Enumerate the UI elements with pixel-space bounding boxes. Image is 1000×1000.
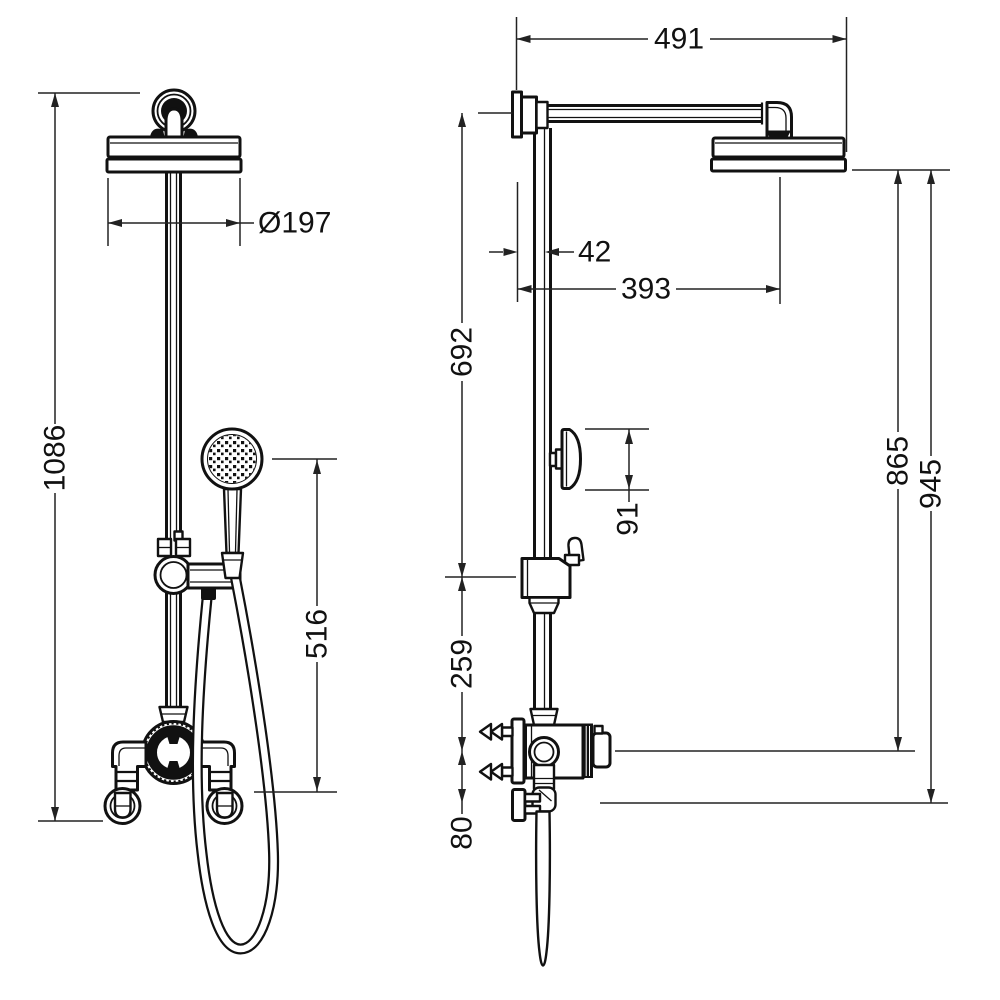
dim-handset-height: 516 <box>254 458 337 793</box>
valve-side <box>478 707 612 822</box>
inlet-barb-upper <box>478 722 514 741</box>
dim-label-692: 692 <box>446 327 479 377</box>
dim-diverter-to-valve: 259 <box>446 577 479 751</box>
dim-overall-height: 1086 <box>38 92 140 822</box>
dim-label-91: 91 <box>612 502 645 535</box>
diverter-side <box>520 536 585 615</box>
slider-clamp-front <box>156 530 192 558</box>
hand-shower-handle <box>222 487 243 555</box>
dim-flange-to-diverter: 692 <box>445 112 516 578</box>
dim-riser-offset: 42 <box>489 182 611 302</box>
wall-bracket-icon <box>150 88 198 143</box>
dim-head-diameter: Ø197 <box>107 178 331 246</box>
dim-label-945: 945 <box>915 459 948 509</box>
dim-label-259: 259 <box>446 639 479 689</box>
dim-head-to-outlet: 945 <box>915 170 948 803</box>
hose-connector-nut <box>201 551 245 600</box>
side-view-drawing: 491 42 393 692 <box>445 17 950 967</box>
dim-label-80: 80 <box>446 816 479 849</box>
dim-label-393: 393 <box>621 273 671 306</box>
dim-valve-to-outlet: 80 <box>446 751 479 850</box>
dim-bracket-height: 91 <box>585 428 649 536</box>
shower-arm-side <box>547 101 793 140</box>
dim-arm-reach: 491 <box>515 17 848 152</box>
riser-pipe-front <box>165 172 182 709</box>
dim-head-projection: 393 <box>517 177 781 306</box>
handset-holder-arm <box>153 555 242 595</box>
dim-label-865: 865 <box>882 436 915 486</box>
inlet-barb-lower <box>478 762 514 781</box>
dim-label-197: Ø197 <box>258 207 331 240</box>
dim-label-491: 491 <box>654 23 704 56</box>
wall-union-right <box>199 740 244 825</box>
hose-side <box>534 810 552 967</box>
shower-head-side <box>710 136 847 173</box>
reference-lines <box>600 169 950 804</box>
front-view-drawing: 1086 Ø197 516 <box>38 88 337 955</box>
dim-head-to-valve: 865 <box>882 170 915 751</box>
dim-label-516: 516 <box>301 609 334 659</box>
dim-label-42: 42 <box>578 236 611 269</box>
wall-union-left <box>103 740 148 825</box>
wall-flange-side <box>511 90 549 139</box>
dim-label-1086: 1086 <box>39 425 72 492</box>
hand-shower-front <box>200 427 264 491</box>
handset-bracket-side <box>548 428 582 490</box>
shower-head-front <box>105 135 243 174</box>
shower-hose-front <box>191 576 280 955</box>
